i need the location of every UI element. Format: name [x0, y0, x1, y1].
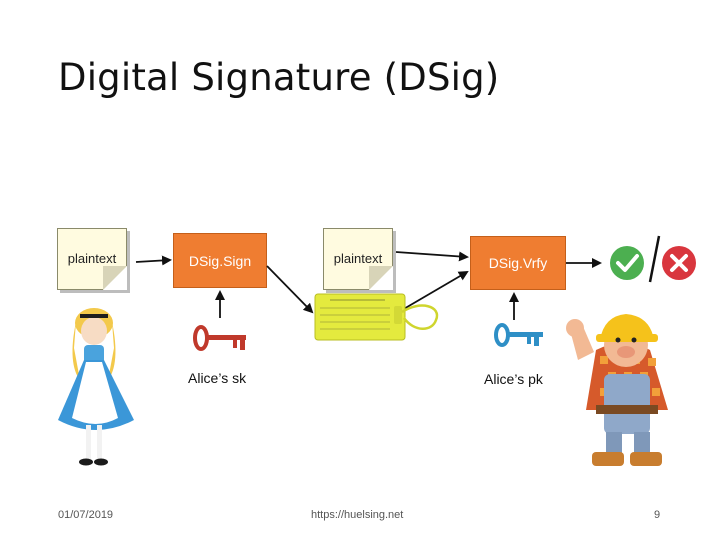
- arrow-tag-to-verify: [402, 272, 467, 310]
- blue-key-icon: [496, 325, 543, 346]
- arrow-sign-to-tag: [267, 266, 312, 312]
- alice-figure: [58, 308, 134, 466]
- check-icon: [610, 246, 644, 280]
- or-slash: [650, 236, 659, 282]
- cross-icon: [662, 246, 696, 280]
- bob-builder-figure: [566, 314, 668, 466]
- arrow-plaintext-to-sign: [136, 260, 170, 262]
- red-key-icon: [195, 327, 246, 350]
- arrow-plaintext-to-verify: [396, 252, 467, 257]
